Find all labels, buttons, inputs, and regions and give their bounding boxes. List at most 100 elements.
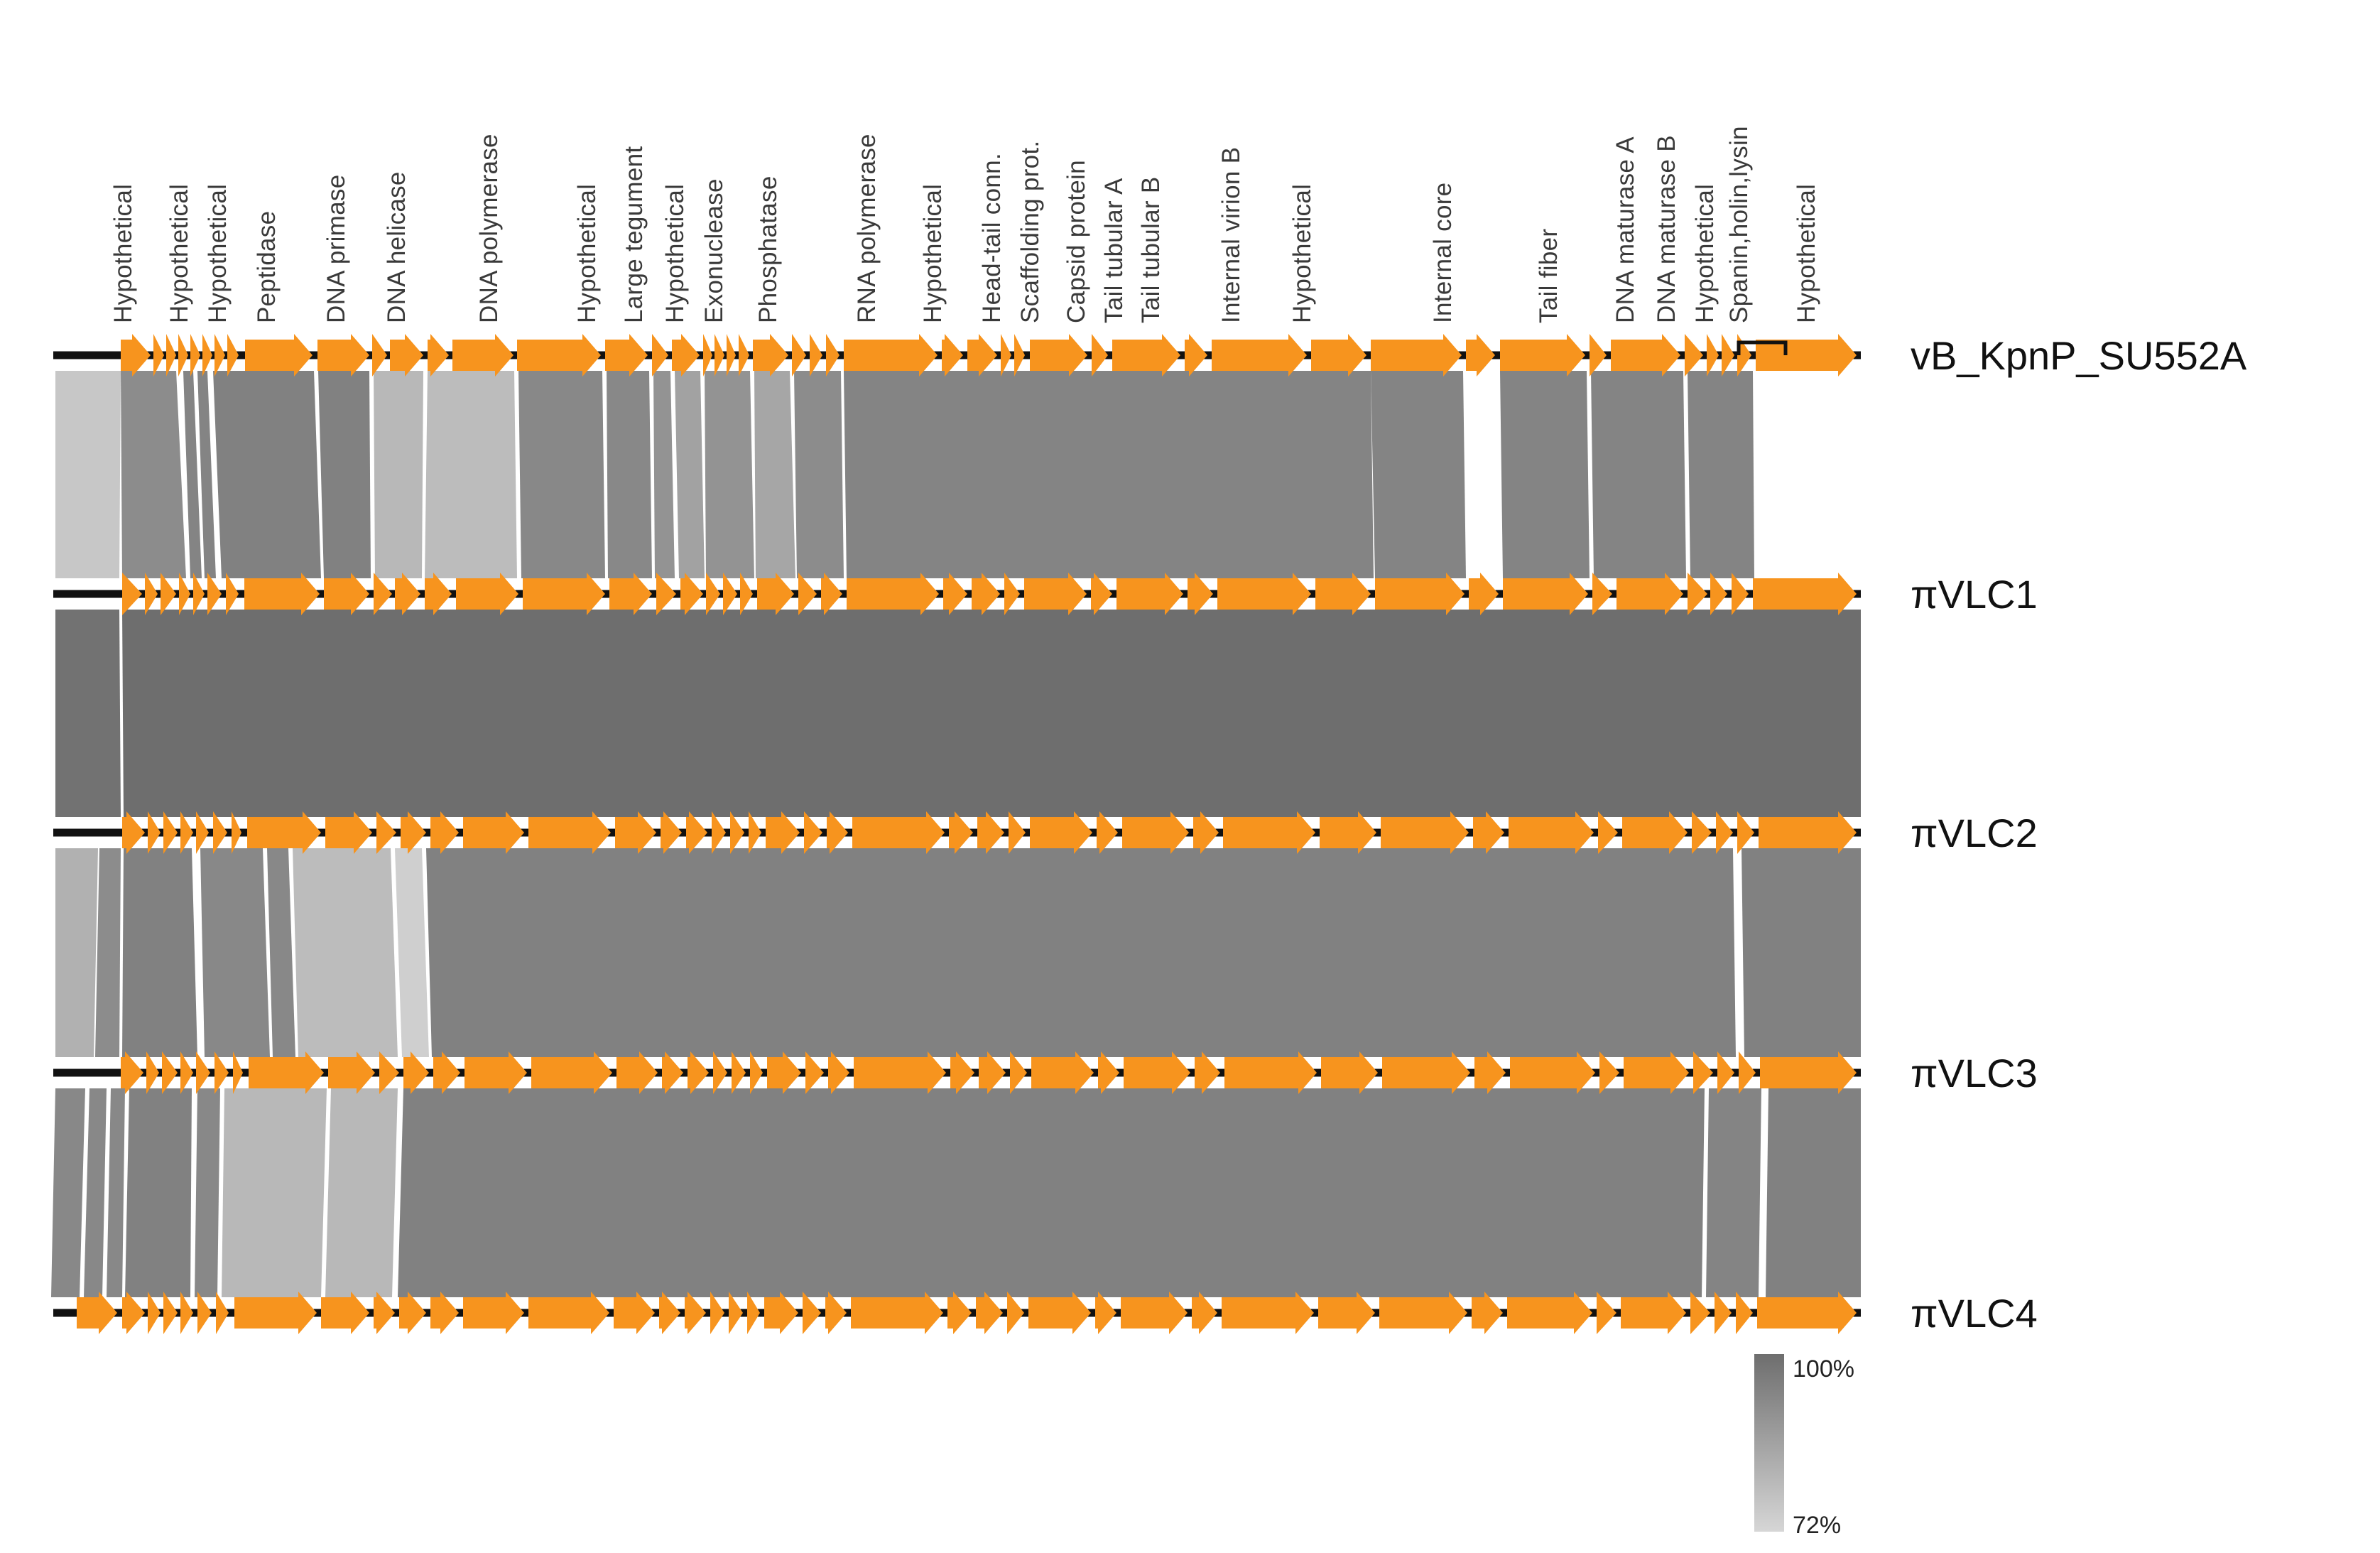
gene-arrow[interactable]: [739, 334, 749, 377]
gene-arrow[interactable]: [1466, 334, 1495, 377]
gene-arrow[interactable]: [967, 334, 997, 377]
gene-arrow[interactable]: [1739, 1051, 1756, 1094]
gene-arrow[interactable]: [1223, 811, 1315, 854]
gene-arrow[interactable]: [688, 1051, 709, 1094]
gene-arrow[interactable]: [197, 1292, 212, 1334]
gene-arrow[interactable]: [234, 1292, 317, 1334]
gene-arrow[interactable]: [1222, 1292, 1314, 1334]
gene-arrow[interactable]: [1599, 1051, 1619, 1094]
gene-arrow[interactable]: [810, 334, 822, 377]
gene-arrow[interactable]: [1592, 573, 1612, 615]
gene-arrow[interactable]: [1732, 573, 1749, 615]
gene-arrow[interactable]: [1124, 1051, 1190, 1094]
gene-arrow[interactable]: [615, 811, 656, 854]
gene-arrow[interactable]: [766, 811, 800, 854]
gene-arrow[interactable]: [1737, 334, 1751, 377]
gene-arrow[interactable]: [403, 1051, 429, 1094]
gene-arrow[interactable]: [163, 811, 178, 854]
gene-arrow[interactable]: [1469, 573, 1499, 615]
gene-arrow[interactable]: [1753, 573, 1857, 615]
gene-arrow[interactable]: [605, 334, 648, 377]
gene-arrow[interactable]: [376, 811, 396, 854]
gene-arrow[interactable]: [163, 1292, 178, 1334]
gene-arrow[interactable]: [122, 1292, 145, 1334]
gene-arrow[interactable]: [1472, 1292, 1503, 1334]
gene-arrow[interactable]: [166, 334, 176, 377]
gene-arrow[interactable]: [686, 811, 707, 854]
gene-arrow[interactable]: [729, 1292, 743, 1334]
gene-arrow[interactable]: [1685, 334, 1703, 377]
gene-arrow[interactable]: [180, 1292, 193, 1334]
gene-arrow[interactable]: [328, 1051, 375, 1094]
gene-arrow[interactable]: [1379, 1292, 1467, 1334]
gene-arrow[interactable]: [1321, 1051, 1378, 1094]
gene-arrow[interactable]: [1716, 811, 1733, 854]
gene-arrow[interactable]: [828, 1051, 849, 1094]
gene-arrow[interactable]: [372, 334, 387, 377]
gene-arrow[interactable]: [528, 1292, 609, 1334]
gene-arrow[interactable]: [153, 334, 164, 377]
gene-arrow[interactable]: [233, 1051, 243, 1094]
gene-arrow[interactable]: [680, 573, 703, 615]
gene-arrow[interactable]: [710, 1292, 724, 1334]
gene-arrow[interactable]: [757, 573, 794, 615]
gene-arrow[interactable]: [528, 811, 611, 854]
gene-arrow[interactable]: [401, 811, 426, 854]
gene-arrow[interactable]: [749, 811, 761, 854]
gene-arrow[interactable]: [826, 334, 839, 377]
gene-arrow[interactable]: [703, 334, 712, 377]
gene-arrow[interactable]: [517, 334, 601, 377]
gene-arrow[interactable]: [161, 573, 176, 615]
gene-arrow[interactable]: [121, 1051, 143, 1094]
gene-arrow[interactable]: [464, 1051, 527, 1094]
gene-arrow[interactable]: [1473, 811, 1504, 854]
gene-arrow[interactable]: [1010, 1051, 1027, 1094]
gene-arrow[interactable]: [662, 1051, 683, 1094]
gene-arrow[interactable]: [202, 334, 212, 377]
gene-arrow[interactable]: [1007, 1292, 1024, 1334]
gene-arrow[interactable]: [767, 1051, 801, 1094]
gene-arrow[interactable]: [972, 573, 1000, 615]
gene-arrow[interactable]: [727, 334, 736, 377]
gene-arrow[interactable]: [1598, 811, 1618, 854]
gene-arrow[interactable]: [950, 1051, 974, 1094]
gene-arrow[interactable]: [145, 573, 158, 615]
gene-arrow[interactable]: [1688, 573, 1707, 615]
gene-arrow[interactable]: [207, 573, 222, 615]
gene-arrow[interactable]: [226, 573, 239, 615]
gene-arrow[interactable]: [1195, 1051, 1220, 1094]
gene-arrow[interactable]: [805, 1051, 824, 1094]
gene-arrow[interactable]: [1624, 1051, 1689, 1094]
gene-arrow[interactable]: [1311, 334, 1366, 377]
gene-arrow[interactable]: [661, 811, 682, 854]
gene-arrow[interactable]: [852, 811, 945, 854]
gene-arrow[interactable]: [1756, 334, 1857, 377]
gene-arrow[interactable]: [1031, 1051, 1094, 1094]
gene-arrow[interactable]: [1217, 573, 1311, 615]
gene-arrow[interactable]: [1621, 1292, 1686, 1334]
gene-arrow[interactable]: [979, 1051, 1006, 1094]
gene-arrow[interactable]: [1122, 811, 1189, 854]
gene-arrow[interactable]: [379, 1051, 399, 1094]
gene-arrow[interactable]: [122, 573, 142, 615]
gene-arrow[interactable]: [148, 1292, 161, 1334]
gene-arrow[interactable]: [1503, 573, 1588, 615]
gene-arrow[interactable]: [723, 573, 737, 615]
gene-arrow[interactable]: [317, 334, 369, 377]
gene-arrow[interactable]: [1185, 334, 1207, 377]
gene-arrow[interactable]: [1024, 573, 1087, 615]
gene-arrow[interactable]: [232, 811, 241, 854]
gene-arrow[interactable]: [1616, 573, 1683, 615]
gene-arrow[interactable]: [196, 1051, 210, 1094]
gene-arrow[interactable]: [1693, 1051, 1713, 1094]
gene-arrow[interactable]: [463, 1292, 524, 1334]
gene-arrow[interactable]: [1014, 334, 1025, 377]
gene-arrow[interactable]: [1757, 1292, 1857, 1334]
gene-arrow[interactable]: [706, 573, 720, 615]
gene-arrow[interactable]: [1004, 573, 1020, 615]
gene-arrow[interactable]: [1759, 811, 1857, 854]
gene-arrow[interactable]: [121, 334, 151, 377]
gene-arrow[interactable]: [854, 1051, 946, 1094]
gene-arrow[interactable]: [659, 1292, 680, 1334]
gene-arrow[interactable]: [1611, 334, 1680, 377]
